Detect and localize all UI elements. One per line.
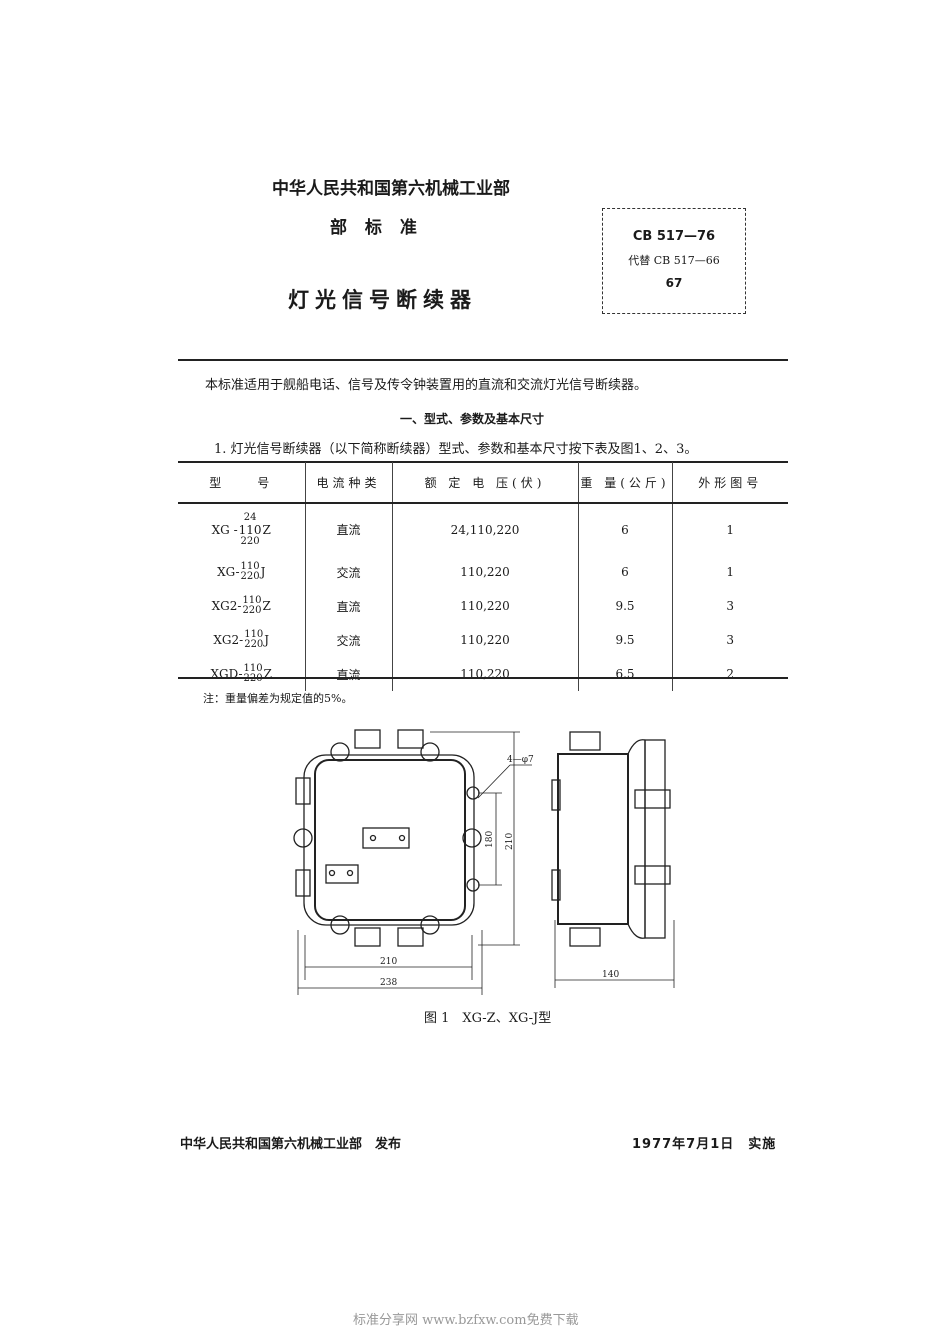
voltage-cell: 110,220 xyxy=(391,555,578,589)
dim-holes-label: 4—φ7 xyxy=(507,755,534,765)
header-voltage: 额 定 电 压(伏) xyxy=(391,462,578,504)
weight-cell: 9.5 xyxy=(577,589,672,623)
header-model: 型 号 xyxy=(178,462,305,504)
table-bottom-rule xyxy=(178,677,788,679)
figure-cell: 1 xyxy=(671,555,788,589)
figure-cell: 3 xyxy=(671,589,788,623)
dimension-lines xyxy=(297,731,675,995)
intro-text: 本标准适用于舰船电话、信号及传令钟装置用的直流和交流灯光信号断续器。 xyxy=(205,378,648,393)
voltage-cell: 110,220 xyxy=(391,657,578,691)
front-view xyxy=(293,729,482,947)
replaces-code: 代替 CB 517—66 xyxy=(628,254,720,267)
ministry-heading: 中华人民共和国第六机械工业部 xyxy=(272,179,510,199)
clause-text: 1. 灯光信号断续器（以下简称断续器）型式、参数和基本尺寸按下表及图1、2、3。 xyxy=(214,442,698,457)
standard-code-box: CB 517—76 代替 CB 517—66 67 xyxy=(602,208,746,314)
current-cell: 交流 xyxy=(304,555,392,589)
table-header-row: 型 号 电流种类 额 定 电 压(伏) 重 量(公斤) 外形图号 xyxy=(178,462,788,504)
voltage-cell: 110,220 xyxy=(391,589,578,623)
weight-cell: 6 xyxy=(577,555,672,589)
standard-code: CB 517—76 xyxy=(632,229,716,244)
section-heading: 一、型式、参数及基本尺寸 xyxy=(400,412,545,426)
header-current: 电流种类 xyxy=(304,462,392,504)
effective-date: 1977年7月1日 实施 xyxy=(632,1137,777,1152)
figure-cell: 2 xyxy=(671,657,788,691)
dim-238-label: 238 xyxy=(380,978,397,988)
weight-cell: 6 xyxy=(577,503,672,555)
dim-210-vertical-label: 210 xyxy=(505,833,515,850)
publisher: 中华人民共和国第六机械工业部 发布 xyxy=(180,1137,402,1152)
side-view xyxy=(551,731,671,947)
header-figure: 外形图号 xyxy=(671,462,788,504)
voltage-cell: 110,220 xyxy=(391,623,578,657)
current-cell: 直流 xyxy=(304,657,392,691)
figure-1-drawing: 4—φ7 180 210 210 238 140 xyxy=(293,729,675,995)
standard-type: 部 标 准 xyxy=(330,218,423,238)
dim-140-label: 140 xyxy=(602,970,619,980)
dim-210-horizontal-label: 210 xyxy=(380,957,397,967)
weight-cell: 9.5 xyxy=(577,623,672,657)
figure-cell: 3 xyxy=(671,623,788,657)
current-cell: 直流 xyxy=(304,589,392,623)
document-title: 灯光信号断续器 xyxy=(288,288,477,312)
voltage-cell: 24,110,220 xyxy=(391,503,578,555)
figure-caption: 图 1 XG-Z、XG-J型 xyxy=(424,1011,552,1026)
header-weight: 重 量(公斤) xyxy=(577,462,672,504)
dim-180-label: 180 xyxy=(485,831,495,848)
figure-cell: 1 xyxy=(671,503,788,555)
current-cell: 直流 xyxy=(304,503,392,555)
watermark: 标准分享网 www.bzfxw.com免费下载 xyxy=(353,1313,579,1328)
weight-cell: 6.5 xyxy=(577,657,672,691)
header-rule xyxy=(178,359,788,361)
current-cell: 交流 xyxy=(304,623,392,657)
table-note: 注：重量偏差为规定值的5%。 xyxy=(203,692,353,705)
page-number: 67 xyxy=(665,276,683,290)
